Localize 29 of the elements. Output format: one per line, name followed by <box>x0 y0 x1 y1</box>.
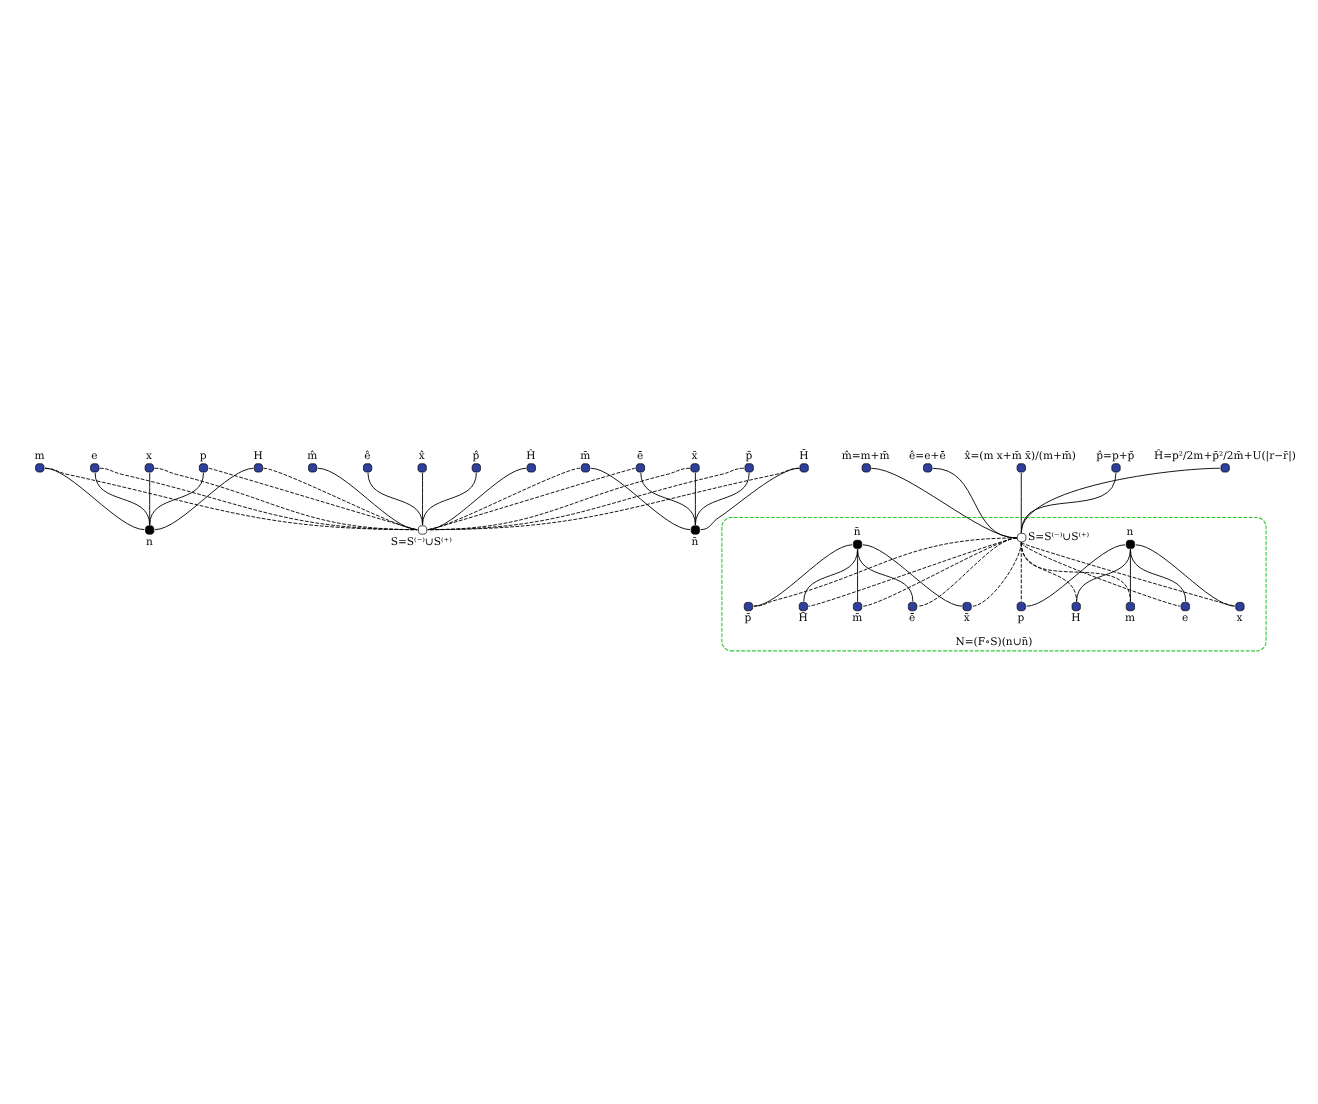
connector <box>427 467 527 531</box>
connector <box>862 544 963 607</box>
connector <box>208 467 418 531</box>
connector <box>149 472 204 526</box>
connector <box>262 467 418 531</box>
connector <box>427 467 636 531</box>
connector <box>422 472 477 526</box>
connector <box>1135 544 1236 607</box>
connector <box>590 467 691 531</box>
connector <box>154 467 254 531</box>
connector <box>44 467 145 531</box>
connector <box>694 472 750 526</box>
connector <box>700 467 800 531</box>
connector <box>1020 542 1078 603</box>
connector <box>1076 548 1131 603</box>
connector <box>427 467 581 531</box>
connector <box>640 472 696 526</box>
connector <box>1020 467 1221 534</box>
connector <box>153 467 418 531</box>
connector <box>753 544 853 607</box>
connector <box>317 467 418 531</box>
connector <box>857 548 914 603</box>
connector <box>427 467 691 531</box>
connector <box>367 472 423 526</box>
connector <box>94 472 151 526</box>
connector <box>1129 548 1187 603</box>
connector <box>149 472 151 526</box>
connector <box>803 548 859 603</box>
connector <box>971 542 1022 607</box>
